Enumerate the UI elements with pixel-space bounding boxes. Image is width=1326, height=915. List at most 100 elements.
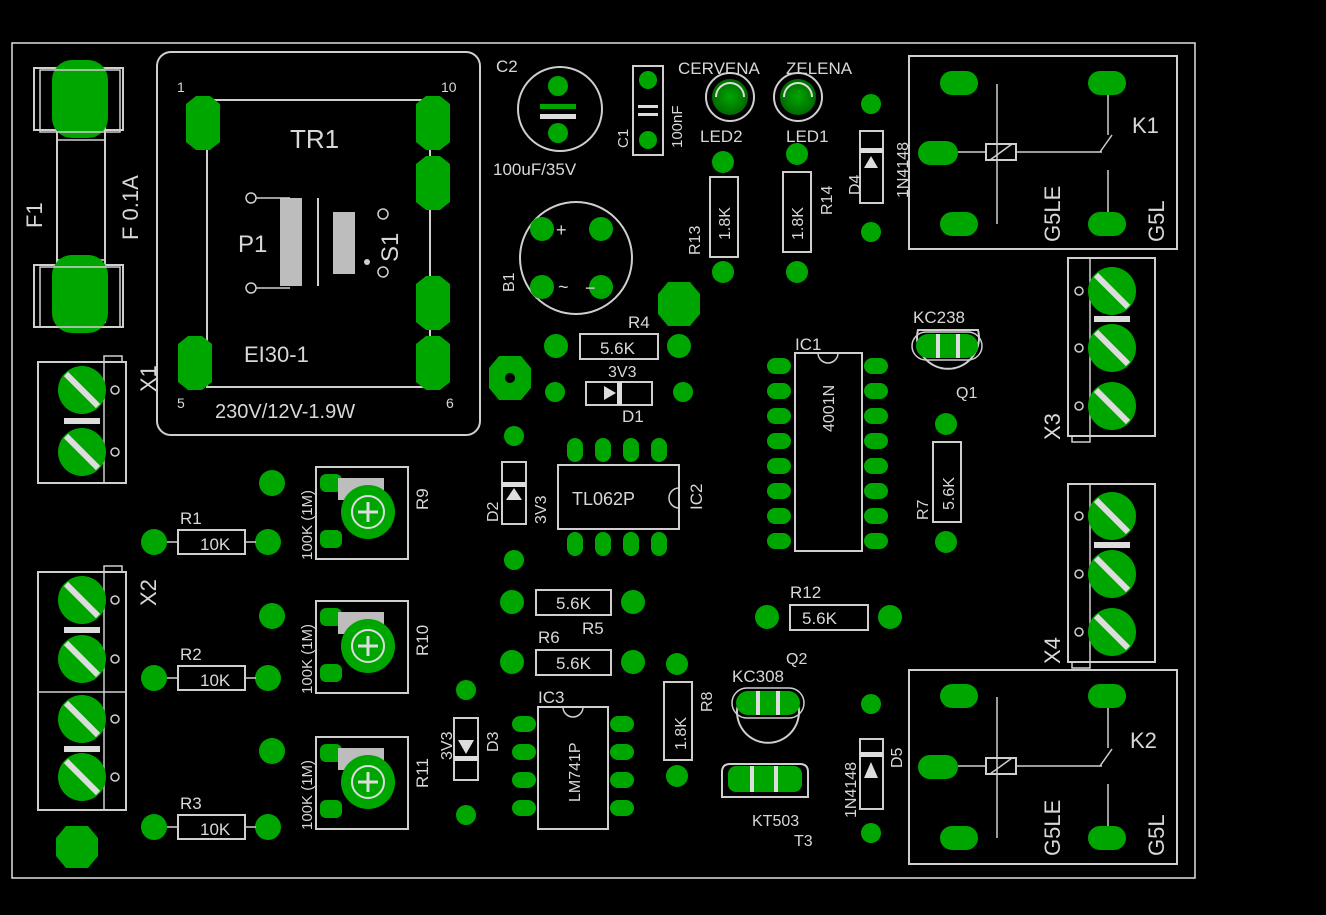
fuse-f1-value: F 0.1A — [118, 175, 143, 240]
r5-value: 5.6K — [556, 594, 592, 613]
r6-value: 5.6K — [556, 654, 592, 673]
trimmer-r10: 100K (1M) R10 — [259, 600, 432, 694]
t3-ref: T3 — [794, 833, 813, 850]
r9-ref: R9 — [413, 488, 432, 510]
tr1-pin1: 1 — [177, 79, 185, 95]
q2-part: KC308 — [732, 667, 784, 686]
r10-value: 100K (1M) — [299, 624, 316, 694]
x2-ref: X2 — [136, 579, 161, 606]
terminal-x1: X1 — [37, 355, 161, 484]
ic3-part: LM741P — [567, 742, 584, 802]
relay-k1: K1 G5LE G5L — [908, 55, 1178, 250]
resistor-r7: 5.6K R7 — [915, 413, 962, 553]
transistor-t3: KT503 T3 — [721, 763, 813, 850]
transformer-tr1: TR1 P1 S1 EI30-1 230V/12V-1.9W 1 10 5 6 — [156, 51, 481, 436]
r7-value: 5.6K — [941, 477, 958, 510]
resistor-r3: R3 10K — [141, 794, 281, 840]
r12-ref: R12 — [790, 583, 821, 602]
r2-value: 10K — [200, 671, 231, 690]
resistor-r12: R12 5.6K — [755, 583, 902, 631]
d4-ref: D4 — [847, 174, 864, 195]
terminal-x4: X4 — [1040, 483, 1156, 669]
q1-part: KC238 — [913, 308, 965, 327]
fuse-f1-ref: F1 — [22, 202, 47, 228]
ic1-ref: IC1 — [795, 335, 821, 354]
r8-ref: R8 — [699, 691, 716, 712]
diode-d3: 3V3 D3 — [439, 680, 502, 825]
transistor-q1: KC238 Q1 — [911, 308, 983, 402]
resistor-r5: 5.6K R5 — [500, 589, 645, 638]
capacitor-c2: C2 100uF/35V — [493, 57, 603, 179]
d1-value: 3V3 — [608, 364, 637, 381]
r14-ref: R14 — [819, 186, 836, 215]
k1-type-a: G5LE — [1040, 186, 1065, 242]
ic-ic3: IC3 LM741P — [512, 688, 634, 830]
ic-ic1: IC1 4001N — [767, 335, 888, 552]
d4-value: 1N4148 — [895, 142, 912, 198]
b1-minus: − — [585, 278, 596, 298]
r1-value: 10K — [200, 535, 231, 554]
r5-ref: R5 — [582, 619, 604, 638]
r1-ref: R1 — [180, 509, 202, 528]
ic3-ref: IC3 — [538, 688, 564, 707]
resistor-r13: R13 1.8K — [687, 151, 739, 283]
d2-ref: D2 — [485, 501, 502, 522]
resistor-r6: R6 5.6K — [500, 628, 645, 676]
capacitor-c1: C1 100nF — [615, 65, 686, 156]
ic1-part: 4001N — [821, 385, 838, 432]
diode-d4: D4 1N4148 — [847, 94, 912, 242]
relay-k2: K2 G5LE G5L — [908, 669, 1178, 865]
p1-label: P1 — [238, 231, 267, 258]
k2-ref: K2 — [1130, 728, 1157, 753]
k2-type-a: G5LE — [1040, 800, 1065, 856]
t3-part: KT503 — [752, 813, 799, 830]
diode-d2: D2 3V3 — [485, 426, 550, 570]
resistor-r1: R1 10K — [141, 509, 281, 555]
trimmer-r9: 100K (1M) R9 — [259, 466, 432, 560]
d1-ref: D1 — [622, 407, 644, 426]
fuse-f1: F1 F 0.1A — [22, 60, 143, 333]
c2-ref: C2 — [496, 57, 518, 76]
terminal-x2: X2 — [37, 565, 161, 811]
diode-d5: 1N4148 D5 — [843, 694, 906, 843]
b1-tilde-l: ~ — [558, 277, 569, 297]
d3-ref: D3 — [485, 731, 502, 752]
r11-ref: R11 — [413, 758, 432, 788]
led-led2: CERVENA LED2 — [678, 59, 761, 146]
r3-value: 10K — [200, 820, 231, 839]
tr1-model: EI30-1 — [244, 342, 309, 367]
resistor-r4: R4 5.6K — [544, 313, 691, 360]
ic2-part: TL062P — [572, 489, 635, 509]
k1-ref: K1 — [1132, 113, 1159, 138]
tr1-pin5: 5 — [177, 395, 185, 411]
q2-ref: Q2 — [786, 651, 807, 668]
r10-ref: R10 — [413, 625, 432, 656]
c1-ref: C1 — [615, 129, 632, 148]
x3-ref: X3 — [1040, 413, 1065, 440]
led1-color: ZELENA — [786, 59, 853, 78]
terminal-x3: X3 — [1040, 257, 1156, 443]
led2-ref: LED2 — [700, 127, 743, 146]
r3-ref: R3 — [180, 794, 202, 813]
r4-ref: R4 — [628, 313, 650, 332]
led2-color: CERVENA — [678, 59, 761, 78]
k1-type-b: G5L — [1144, 200, 1169, 242]
r13-ref: R13 — [687, 226, 704, 255]
r8-value: 1.8K — [673, 717, 690, 750]
r9-value: 100K (1M) — [299, 490, 316, 560]
r13-value: 1.8K — [717, 207, 734, 240]
bridge-b1: + ~ − B1 — [501, 201, 633, 315]
d3-value: 3V3 — [439, 731, 456, 760]
r6-ref: R6 — [538, 628, 560, 647]
x1-ref: X1 — [136, 365, 161, 392]
q1-ref: Q1 — [956, 385, 977, 402]
r14-value: 1.8K — [790, 207, 807, 240]
r7-ref: R7 — [915, 499, 932, 520]
c1-value: 100nF — [669, 105, 686, 148]
tr1-spec: 230V/12V-1.9W — [215, 401, 355, 423]
b1-plus: + — [556, 220, 567, 240]
tr1-pin10: 10 — [441, 79, 457, 95]
d2-value: 3V3 — [533, 495, 550, 524]
r12-value: 5.6K — [802, 609, 838, 628]
